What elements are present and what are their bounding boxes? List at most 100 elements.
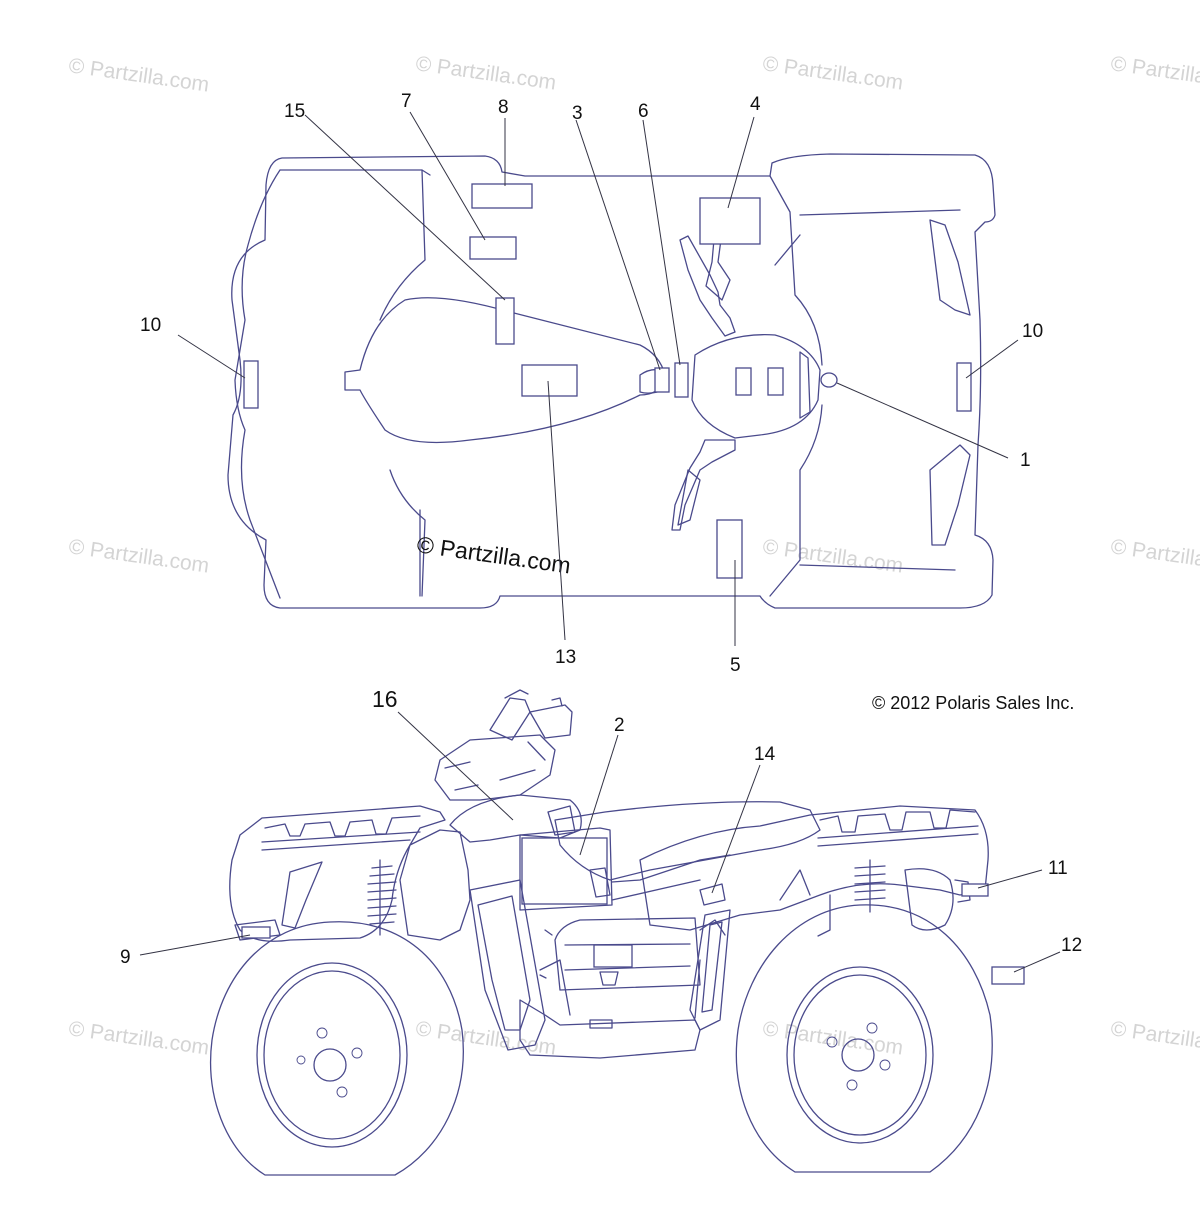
fuel-cap [820, 372, 838, 388]
callout-14: 14 [754, 744, 776, 765]
handlebar-upper [679, 235, 736, 337]
leader-10-front [965, 339, 1019, 379]
side-decal-engine [593, 944, 633, 968]
rear-fender-line [234, 169, 426, 599]
callout-7: 7 [401, 91, 412, 112]
handlebar-lower [671, 439, 736, 531]
callout-5: 5 [730, 655, 741, 676]
watermark-group: © Partzilla.com © Partzilla.com © Partzi… [67, 52, 1200, 1059]
rear-wheel [210, 921, 464, 1176]
top-view-body-outline [227, 153, 996, 609]
footwell-slot [589, 1019, 613, 1029]
decal-6 [674, 362, 689, 398]
leader-3 [575, 119, 661, 371]
watermark: © Partzilla.com [414, 52, 557, 94]
leader-16 [397, 711, 514, 821]
front-fender-line [799, 209, 961, 571]
leader-lines [139, 111, 1061, 973]
watermark: © Partzilla.com [761, 52, 904, 94]
watermark: © Partzilla.com [67, 1017, 210, 1059]
watermark: © Partzilla.com [1109, 535, 1200, 577]
dash-decal-right [767, 367, 784, 396]
leader-6 [642, 119, 681, 366]
leader-15 [304, 114, 506, 301]
decal-10-front [956, 362, 972, 412]
side-panel-vent [547, 805, 576, 836]
front-vent-lower [929, 444, 971, 546]
callout-10-rear: 10 [140, 315, 161, 336]
seat-outline [344, 297, 666, 444]
callout-16: 16 [372, 686, 398, 712]
rear-fender-detail [281, 861, 323, 929]
watermark: © Partzilla.com [67, 535, 210, 577]
handlebar-mirror [489, 689, 531, 741]
side-panel [519, 827, 613, 911]
rear-mudguard-inner [477, 895, 531, 1031]
leader-11 [977, 869, 1043, 889]
front-wheel [735, 904, 993, 1173]
side-panel-vent [589, 867, 611, 898]
callout-9: 9 [120, 947, 131, 968]
watermark: © Partzilla.com [1109, 52, 1200, 94]
rear-shock [367, 859, 397, 936]
front-mudguard [689, 909, 731, 1031]
rear-fender [229, 805, 446, 942]
leader-2 [579, 734, 619, 856]
watermark: © Partzilla.com [1109, 1017, 1200, 1059]
handlebar-grip [529, 697, 573, 739]
side-decal-14 [699, 883, 726, 906]
front-fender-detail [699, 869, 831, 937]
frame-tube [611, 854, 731, 901]
callout-3: 3 [572, 103, 583, 124]
handlebar-pod-detail [444, 741, 546, 791]
handlebar-pod [434, 734, 556, 801]
front-bumper [904, 868, 971, 931]
decal-13 [521, 364, 578, 397]
callout-2: 2 [614, 715, 625, 736]
front-fender-line [769, 175, 823, 597]
decal-7 [469, 236, 517, 260]
dash-decal-left [735, 367, 752, 396]
side-tank [449, 794, 582, 843]
decal-2 [521, 837, 608, 905]
callout-10-front: 10 [1022, 321, 1043, 342]
decal-15 [495, 297, 515, 345]
leader-1 [836, 382, 1009, 459]
front-fender [639, 805, 989, 931]
front-shock [854, 859, 886, 913]
leader-10-rear [177, 334, 246, 379]
rear-rack-rail [261, 831, 421, 851]
leader-14 [711, 764, 761, 894]
leader-9 [139, 934, 251, 956]
leader-12 [1013, 951, 1061, 973]
atv-side-view [210, 689, 1025, 1176]
handlebar-grip-lower [677, 469, 701, 526]
footwell [519, 999, 701, 1059]
rear-fender-line [419, 169, 431, 597]
rear-tail [234, 919, 281, 941]
callout-4: 4 [750, 94, 761, 115]
decal-10-rear [243, 360, 259, 409]
rear-mudguard [469, 879, 546, 1051]
decal-5 [716, 519, 743, 579]
watermark: © Partzilla.com [414, 1017, 557, 1059]
callout-6: 6 [638, 101, 649, 122]
front-rack [819, 809, 976, 833]
watermark: © Partzilla.com [67, 54, 210, 96]
callout-13: 13 [555, 647, 576, 668]
decal-9 [241, 926, 271, 939]
leader-13 [547, 380, 566, 641]
dash-panel [799, 351, 811, 419]
callout-11: 11 [1048, 858, 1068, 879]
atv-top-view: © Partzilla.com [227, 153, 996, 609]
front-vent-upper [929, 219, 971, 316]
watermark: © Partzilla.com [761, 535, 904, 577]
copyright-text: © 2012 Polaris Sales Inc. [872, 693, 1074, 713]
console-outline [691, 334, 821, 439]
decal-4 [699, 197, 761, 245]
callouts: 1 2 3 4 5 6 7 8 9 10 10 11 12 13 14 15 1… [120, 91, 1082, 968]
front-rack-rail [817, 825, 979, 847]
leader-4 [727, 116, 755, 209]
